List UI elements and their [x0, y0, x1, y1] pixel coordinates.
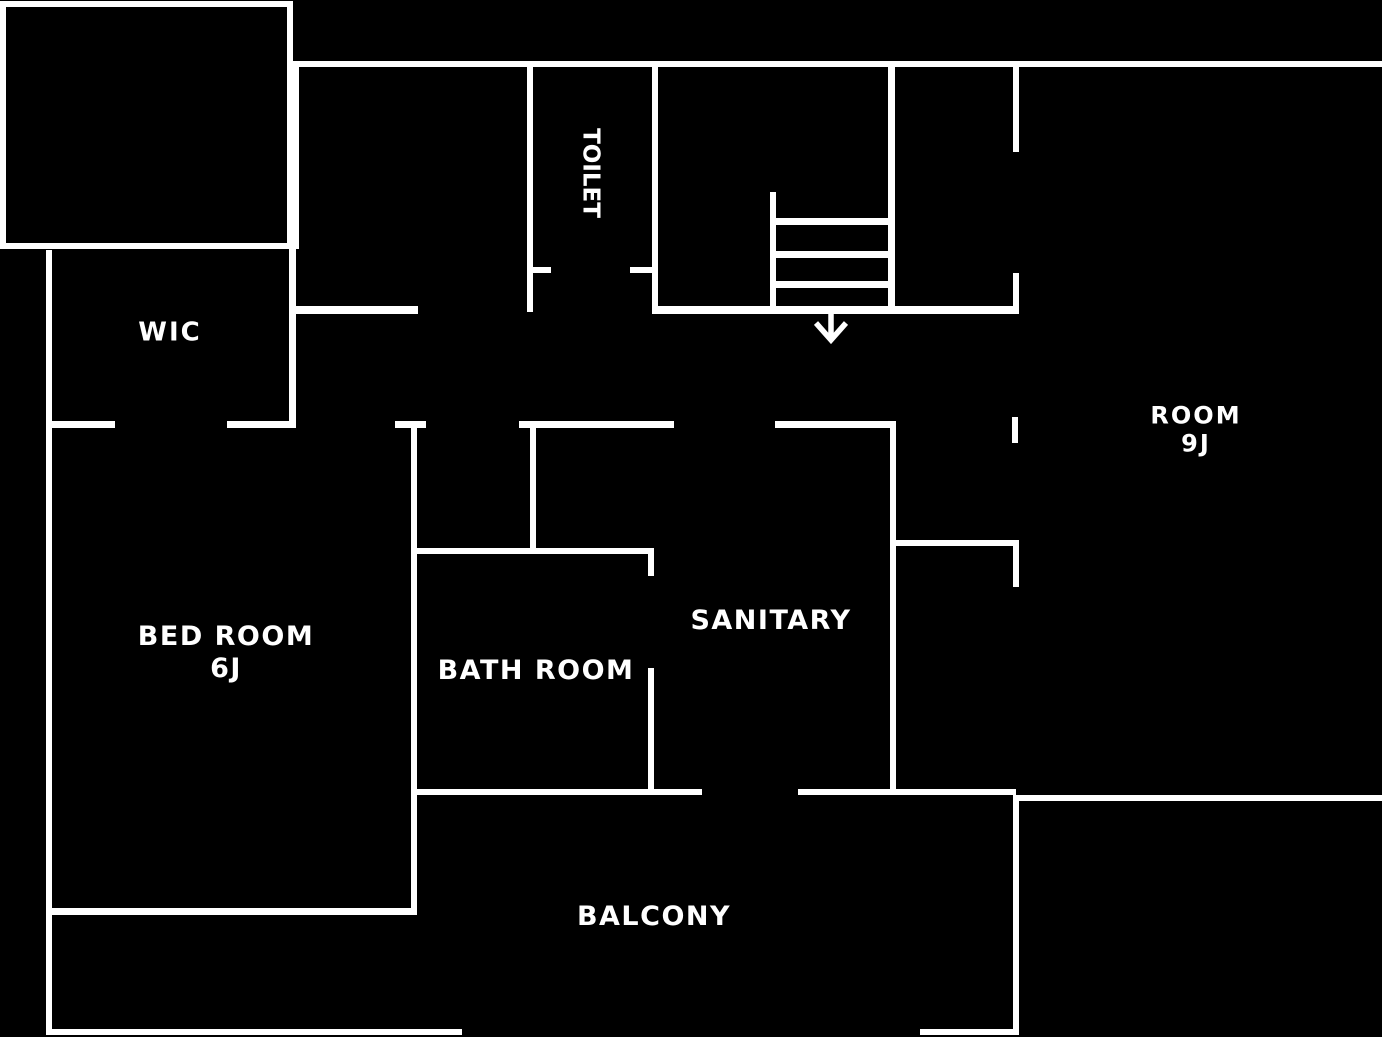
wall-closet-door-stub [1013, 546, 1019, 587]
wall-wic-right-wall [289, 249, 296, 427]
stair-tread-1 [776, 218, 889, 225]
wall-mid-wall-seg-sanitary [775, 421, 890, 428]
wall-closet-top-wall [896, 540, 1019, 546]
room-label-line: WIC [138, 317, 202, 348]
room-label-line: 9J [1181, 430, 1211, 458]
wall-sanitary-bottom-wall [798, 789, 1016, 795]
wall-outer-bottom-wall-right [920, 1029, 1019, 1035]
wall-toilet-right-door-tick [630, 267, 652, 273]
room-label-bath-room: BATH ROOM [438, 655, 635, 687]
wall-storage-box-top [0, 1, 293, 7]
room-label-toilet: TOILET [577, 128, 604, 218]
room-label-line: BED ROOM [137, 621, 315, 653]
wall-storage-box-bottom [0, 243, 293, 249]
wall-entry-right-wall-upper [1013, 61, 1019, 152]
wall-hall-bottom-wall-right [652, 306, 1019, 314]
wall-room9j-bottom-wall [1016, 795, 1382, 801]
wall-bedroom-right-wall [411, 421, 417, 915]
wall-storage-box-left [0, 1, 6, 249]
wall-hall-left-wall-upper [293, 61, 299, 249]
wall-mid-wall-seg-wic-right [227, 421, 296, 428]
stair-tread-3 [776, 281, 889, 288]
wall-corridor-divider-wall [530, 421, 536, 554]
wall-bathroom-bottom-wall [411, 789, 702, 795]
room-label-line: BATH ROOM [437, 655, 635, 687]
room-label-sanitary: SANITARY [690, 605, 851, 637]
wall-bathroom-right-wall [648, 668, 654, 795]
room-label-line: 6J [210, 653, 242, 684]
room-label-line: BALCONY [576, 901, 732, 933]
room-label-line: ROOM [1150, 401, 1242, 430]
wall-outer-top-wall [293, 61, 1382, 67]
wall-storage-box-right [287, 1, 293, 249]
wall-outer-bottom-wall-left [46, 1029, 462, 1035]
wall-outer-left-wall [46, 250, 52, 1035]
wall-bathroom-top-wall [417, 548, 654, 554]
stairs-down-arrow-icon [813, 306, 849, 345]
wall-stair-left-wall [770, 192, 776, 314]
wall-entry-right-wall-lower [1013, 273, 1019, 314]
wall-room9j-door-stub [1012, 417, 1018, 443]
wall-toilet-left-door-tick [533, 267, 551, 273]
wall-hall-bottom-wall-left [296, 306, 418, 314]
wall-bedroom-bottom-wall [52, 908, 417, 915]
wall-bathroom-right-stub [648, 554, 654, 576]
stair-tread-2 [776, 251, 889, 258]
wall-mid-wall-seg-wic-left [52, 421, 115, 428]
wall-mid-wall-seg-bedroom-door [395, 421, 426, 428]
wall-stair-right-wall [888, 61, 895, 314]
wall-balcony-right-wall [1013, 795, 1019, 1035]
wall-toilet-left-wall [527, 67, 533, 312]
room-label-wic: WIC [138, 318, 201, 349]
wall-mid-wall-seg-center [519, 421, 674, 428]
room-label-line: TOILET [577, 128, 604, 218]
room-label-line: SANITARY [690, 605, 852, 637]
wall-sanitary-right-wall [890, 421, 896, 795]
room-label-balcony: BALCONY [577, 901, 731, 933]
wall-toilet-right-wall [652, 67, 658, 312]
